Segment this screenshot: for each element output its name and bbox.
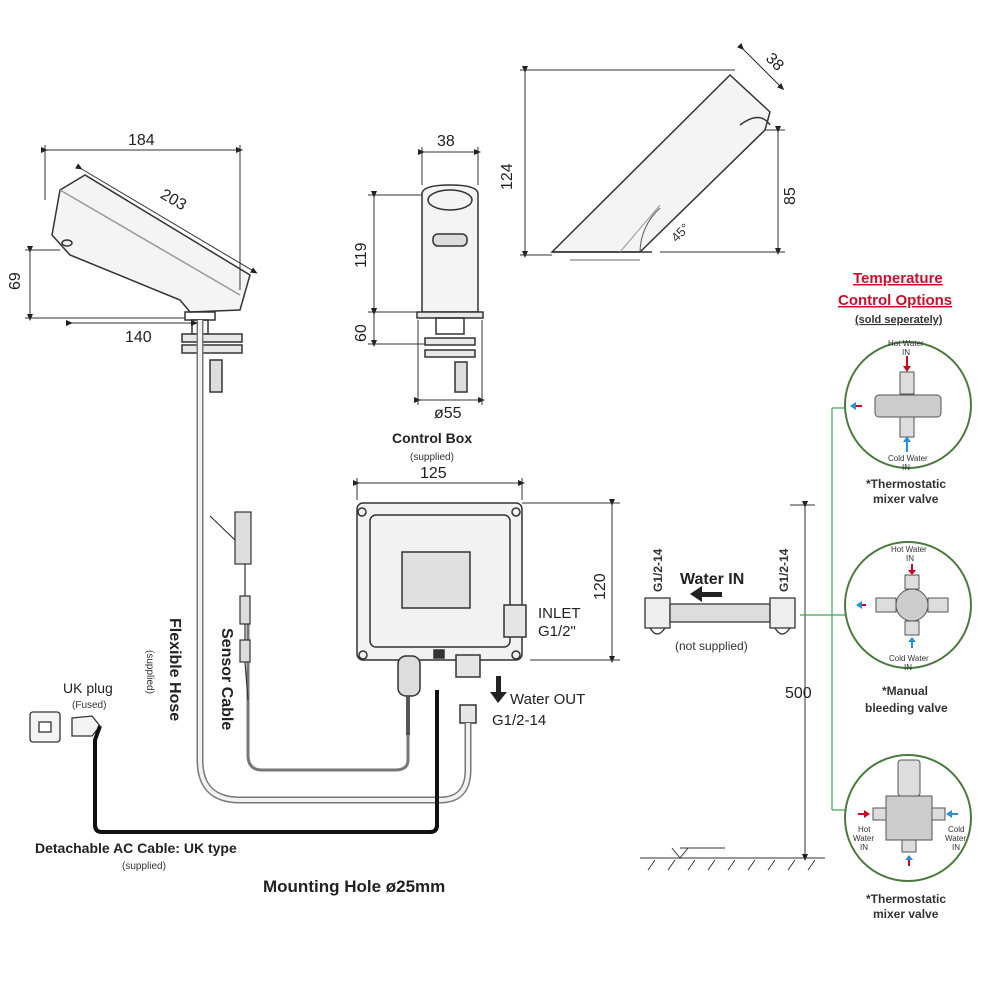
tap-reach-dimension: 140 [125,329,152,346]
temperature-title-line1: Temperature [853,270,943,287]
tap-side-view [550,73,771,261]
option-thermostatic-mixer-valve-1 [844,341,972,469]
opt3-cold-in-label: IN [952,843,960,852]
option-thermostatic-mixer-valve-2 [844,754,972,882]
tap-dimension-lines [25,145,258,326]
flexible-hose-note: (supplied) [144,650,155,694]
option2-name-line2: bleeding valve [865,701,948,715]
opt3-hot-in-label: IN [860,843,868,852]
option-manual-bleeding-valve [844,541,972,669]
opt1-cold-water-label: Cold Water [888,454,928,463]
water-out-arrow [490,676,507,703]
option1-name-line1: *Thermostatic [866,477,946,491]
tap-front-view [51,174,440,804]
option3-name-line1: *Thermostatic [866,892,946,906]
tap-length-dimension: 184 [128,132,155,149]
water-out-label: Water OUT [510,691,585,708]
sensor-cable-connector [209,511,252,701]
inlet-label: INLET [538,605,581,622]
hose-thread-right: G1/2-14 [777,548,791,592]
body-width-dimension: 38 [437,133,455,150]
opt2-cold-water-label: Cold Water [889,654,929,663]
water-in-note: (not supplied) [675,639,748,653]
mounting-hole-label: Mounting Hole ø25mm [263,877,445,896]
control-box-note: (supplied) [410,452,454,463]
water-inlet-hose [644,597,796,635]
box-width-dimension: 125 [420,465,447,482]
body-height-dimension: 119 [353,242,370,268]
temperature-note: (sold seperately) [855,314,943,326]
opt3-hot-label: Hot [858,825,871,834]
opt1-hot-in-label: IN [902,348,910,357]
tap-height-dimension: 69 [7,272,24,290]
spout-angle-dimension: 45° [668,220,693,245]
opt3-hot-water-label: Water [853,834,874,843]
mount-height-dimension: 500 [785,685,812,702]
opt1-hot-water-label: Hot Water [888,339,924,348]
side-width-dimension: 38 [762,50,787,75]
side-height-dimension: 124 [499,163,516,190]
sensor-cable-label: Sensor Cable [218,628,235,730]
opt2-hot-water-label: Hot Water [891,545,927,554]
body-dimension-lines [368,147,485,405]
uk-plug-note: (Fused) [72,700,106,711]
opt1-cold-in-label: IN [902,463,910,472]
uk-plug-label: UK plug [63,680,113,696]
opt3-cold-label: Cold [948,825,964,834]
ac-cable-label: Detachable AC Cable: UK type [35,840,237,856]
tap-diagonal-dimension: 203 [157,186,189,214]
options-leader-lines [800,407,845,811]
water-in-label: Water IN [680,571,744,588]
temperature-title-line2: Control Options [838,292,952,309]
opt2-hot-in-label: IN [906,554,914,563]
option1-name-line2: mixer valve [873,492,939,506]
opt3-cold-water-label: Water [945,834,966,843]
base-diameter-dimension: ø55 [434,405,462,422]
control-box [246,502,527,804]
box-height-dimension: 120 [592,573,609,600]
water-in-arrow [690,586,722,602]
uk-plug-socket [29,711,101,743]
control-box-dimension-lines [353,478,620,663]
shank-height-dimension: 60 [353,324,370,342]
ac-cable-note: (supplied) [122,861,166,872]
side-dimension-lines [520,43,785,258]
hose-thread-left: G1/2-14 [651,548,665,592]
mount-height-dimension-lines [640,501,825,871]
tap-body-view [416,184,484,393]
water-out-size-label: G1/2-14 [492,712,546,729]
option3-name-line2: mixer valve [873,907,939,921]
option2-name-line1: *Manual [882,684,928,698]
control-box-label: Control Box [392,430,472,446]
inlet-size-label: G1/2" [538,623,576,640]
spout-height-dimension: 85 [782,187,799,205]
ac-cable [93,690,439,834]
opt2-cold-in-label: IN [904,663,912,672]
flexible-hose-label: Flexible Hose [166,618,183,721]
